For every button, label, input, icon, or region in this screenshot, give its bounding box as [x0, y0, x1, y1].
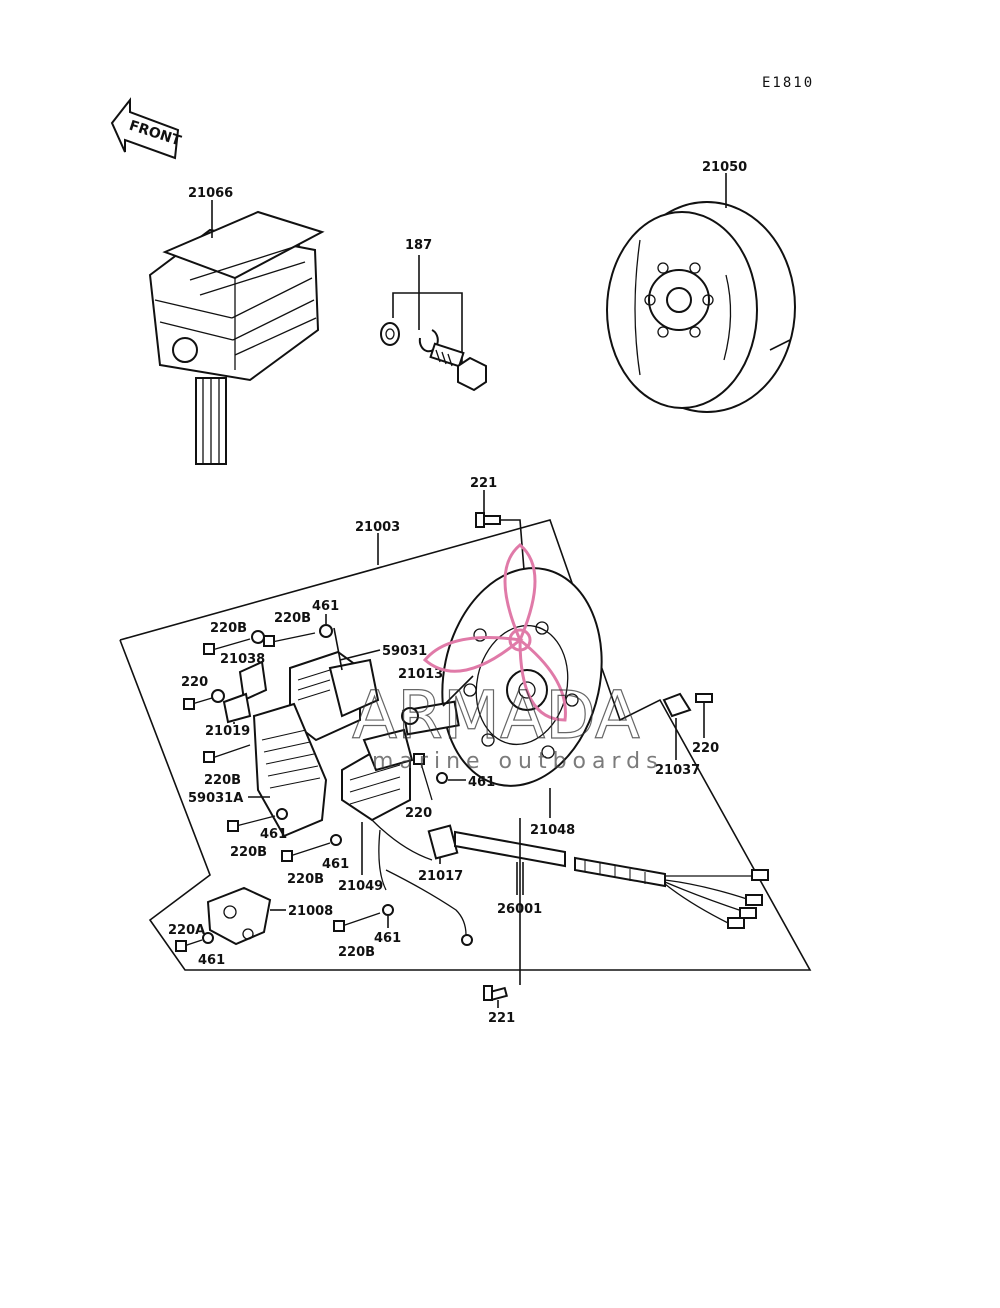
label-59031A: 59031A — [188, 791, 243, 806]
timing-sensor-21008 — [206, 886, 272, 946]
label-220-right: 220 — [692, 741, 719, 756]
screw-220B-3 — [203, 744, 251, 763]
screw-221-bottom — [483, 985, 508, 1002]
label-221-bottom: 221 — [488, 1011, 515, 1026]
label-21049: 21049 — [338, 879, 383, 894]
watermark-brand: ARMADA — [352, 677, 640, 754]
label-21003: 21003 — [355, 520, 400, 535]
clamp-21037 — [662, 692, 713, 718]
label-21013: 21013 — [398, 667, 443, 682]
bracket-21038 — [238, 660, 268, 702]
label-21019: 21019 — [205, 724, 250, 739]
charging-coil-left — [252, 702, 328, 838]
screw-220-center — [413, 753, 448, 801]
label-461-1: 461 — [312, 599, 339, 614]
exciter-coil — [341, 728, 433, 891]
screw-220B-4 — [227, 808, 288, 832]
label-21066: 21066 — [188, 186, 233, 201]
regulator-rectifier — [148, 210, 325, 465]
watermark-tagline: marine outboards — [372, 749, 664, 774]
ground-lead — [385, 869, 467, 936]
label-59031: 59031 — [382, 644, 427, 659]
screw-220B-6 — [333, 904, 394, 932]
screw-220-left — [183, 689, 225, 710]
label-220B-2: 220B — [274, 611, 311, 626]
pulser-coil — [401, 700, 460, 736]
label-461-4: 461 — [468, 775, 495, 790]
label-220B-4: 220B — [230, 845, 267, 860]
screw-221-top — [475, 512, 501, 528]
label-21008: 21008 — [288, 904, 333, 919]
front-arrow-icon: FRONT — [110, 97, 183, 160]
flywheel-rotor — [606, 201, 796, 413]
bracket-21019 — [222, 692, 252, 724]
label-187: 187 — [405, 238, 432, 253]
label-461-2: 461 — [260, 827, 287, 842]
screw-220B-2 — [263, 624, 333, 647]
label-220A: 220A — [168, 923, 205, 938]
screw-220A — [175, 932, 214, 952]
watermark: ARMADA marine outboards — [351, 543, 664, 774]
label-220-center: 220 — [405, 806, 432, 821]
label-220B-3: 220B — [204, 773, 241, 788]
screw-220B-5 — [281, 834, 342, 862]
charging-coil-upper — [289, 650, 380, 742]
label-21038: 21038 — [220, 652, 265, 667]
label-21037: 21037 — [655, 763, 700, 778]
label-220-left: 220 — [181, 675, 208, 690]
label-220B-5: 220B — [287, 872, 324, 887]
label-220B-6: 220B — [338, 945, 375, 960]
label-221-top: 221 — [470, 476, 497, 491]
wire-harness — [427, 824, 769, 929]
label-21048: 21048 — [530, 823, 575, 838]
screw-220B-1 — [203, 630, 265, 655]
label-220B-1: 220B — [210, 621, 247, 636]
label-21050: 21050 — [702, 160, 747, 175]
propeller-logo-icon — [422, 543, 567, 722]
diagram-code: E1810 — [762, 75, 814, 91]
bolt-washer-set — [380, 255, 487, 392]
label-461-5: 461 — [198, 953, 225, 968]
label-461-6: 461 — [374, 931, 401, 946]
label-21017: 21017 — [418, 869, 463, 884]
label-461-3: 461 — [322, 857, 349, 872]
